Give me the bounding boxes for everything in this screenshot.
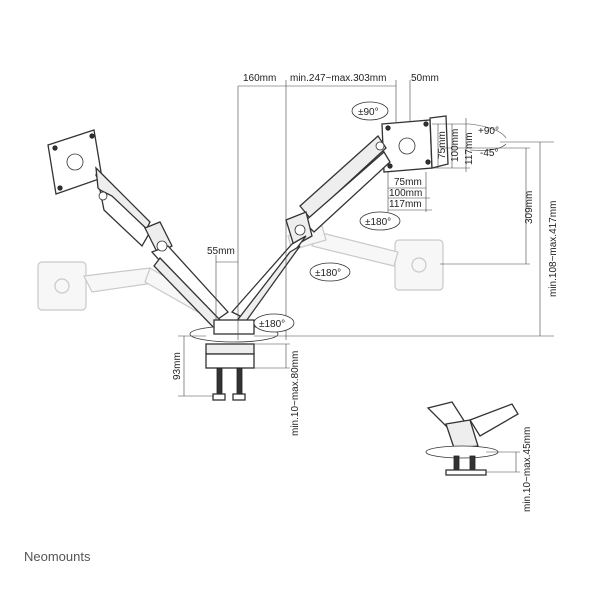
dim-55: 55mm (207, 246, 235, 257)
dim-160: 160mm (243, 73, 276, 84)
rot-head: ±180° (365, 217, 391, 228)
grommet-inset (425, 401, 519, 476)
vesa-v-75: 75mm (437, 131, 448, 159)
vesa-v-117: 117mm (464, 132, 475, 165)
vesa-h-117: 117mm (389, 199, 422, 210)
rot-tilt-up: +90° (478, 126, 499, 137)
rot-base: ±180° (259, 319, 285, 330)
vesa-h-75: 75mm (394, 177, 422, 188)
left-vesa-plate (47, 129, 103, 195)
rotation-markers (253, 101, 507, 333)
dimension-lines (178, 80, 554, 473)
vesa-v-100: 100mm (450, 129, 461, 162)
dim-309: 309mm (524, 191, 535, 224)
right-arm (230, 135, 391, 325)
rot-mid: ±180° (315, 268, 341, 279)
ghost-right-arm (287, 225, 444, 291)
dim-clamp-range: min.10~max.80mm (290, 351, 301, 436)
dim-grommet-range: min.10~max.45mm (522, 427, 533, 512)
left-arm (95, 166, 229, 331)
dim-height-range: min.108~max.417mm (548, 201, 559, 297)
dim-reach: min.247~max.303mm (290, 73, 386, 84)
right-vesa-plate (381, 115, 449, 173)
dim-50: 50mm (411, 73, 439, 84)
vesa-h-100: 100mm (389, 188, 422, 199)
rot-swivel-top: ±90° (358, 107, 379, 118)
brand-logo-text: Neomounts (24, 549, 91, 564)
clamp-base (189, 319, 279, 401)
dim-93: 93mm (172, 352, 183, 380)
rot-tilt-down: -45° (480, 148, 498, 159)
